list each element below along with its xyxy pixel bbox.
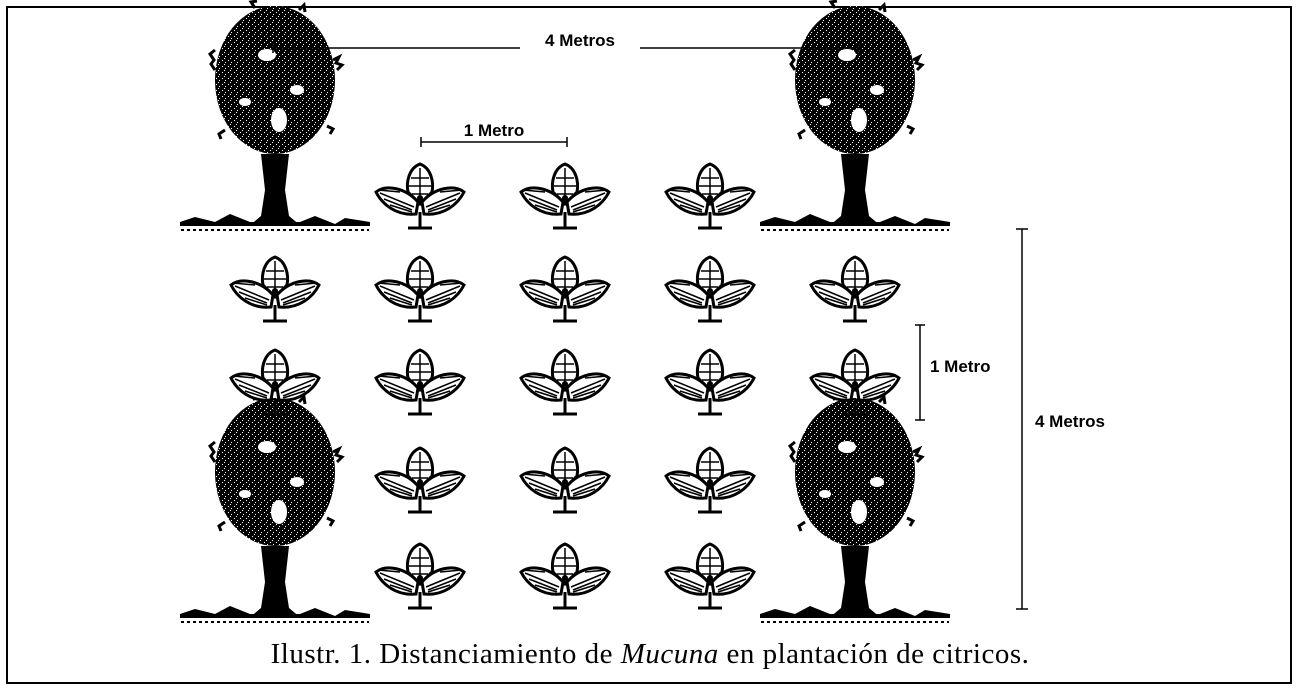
mucuna-plant-icon xyxy=(519,348,611,416)
caption-species: Mucuna xyxy=(620,638,719,670)
mucuna-plant-icon xyxy=(664,542,756,610)
dimension-line-mucuna-vertical: 1 Metro xyxy=(915,324,990,421)
dimension-label: 4 Metros xyxy=(545,31,615,50)
caption-prefix: Ilustr. 1. Distanciamiento de xyxy=(270,638,613,670)
mucuna-plant-icon xyxy=(664,162,756,230)
mucuna-plant-icon xyxy=(374,255,466,323)
figure-caption: Ilustr. 1. Distanciamiento de Mucuna en … xyxy=(0,638,1300,671)
figure-frame xyxy=(6,6,1292,684)
dimension-label: 1 Metro xyxy=(930,357,990,376)
dimension-label: 1 Metro xyxy=(464,121,524,140)
mucuna-plant-icon xyxy=(374,446,466,514)
mucuna-plant-icon xyxy=(664,446,756,514)
dimension-line-mucuna-horizontal: 1 Metro xyxy=(420,121,568,147)
dimension-label: 4 Metros xyxy=(1035,412,1105,431)
mucuna-plant-icon xyxy=(809,348,901,416)
caption-suffix: en plantación de citricos. xyxy=(726,638,1030,670)
citrus-tree-icon xyxy=(758,0,952,232)
mucuna-plant-icon xyxy=(519,162,611,230)
mucuna-plant-icon xyxy=(229,348,321,416)
mucuna-plant-icon xyxy=(664,255,756,323)
mucuna-plant-icon xyxy=(374,542,466,610)
mucuna-plant-icon xyxy=(374,162,466,230)
mucuna-plant-icon xyxy=(664,348,756,416)
mucuna-plant-icon xyxy=(519,542,611,610)
mucuna-plant-icon xyxy=(519,446,611,514)
mucuna-plant-icon xyxy=(229,255,321,323)
mucuna-plant-icon xyxy=(519,255,611,323)
citrus-tree-icon xyxy=(758,391,952,624)
mucuna-plant-icon xyxy=(809,255,901,323)
mucuna-plant-icon xyxy=(374,348,466,416)
dimension-line-trees-vertical: 4 Metros xyxy=(1016,228,1105,610)
citrus-tree-icon xyxy=(178,0,372,232)
citrus-tree-icon xyxy=(178,391,372,624)
dimension-line-trees-horizontal: 4 Metros xyxy=(272,31,860,56)
